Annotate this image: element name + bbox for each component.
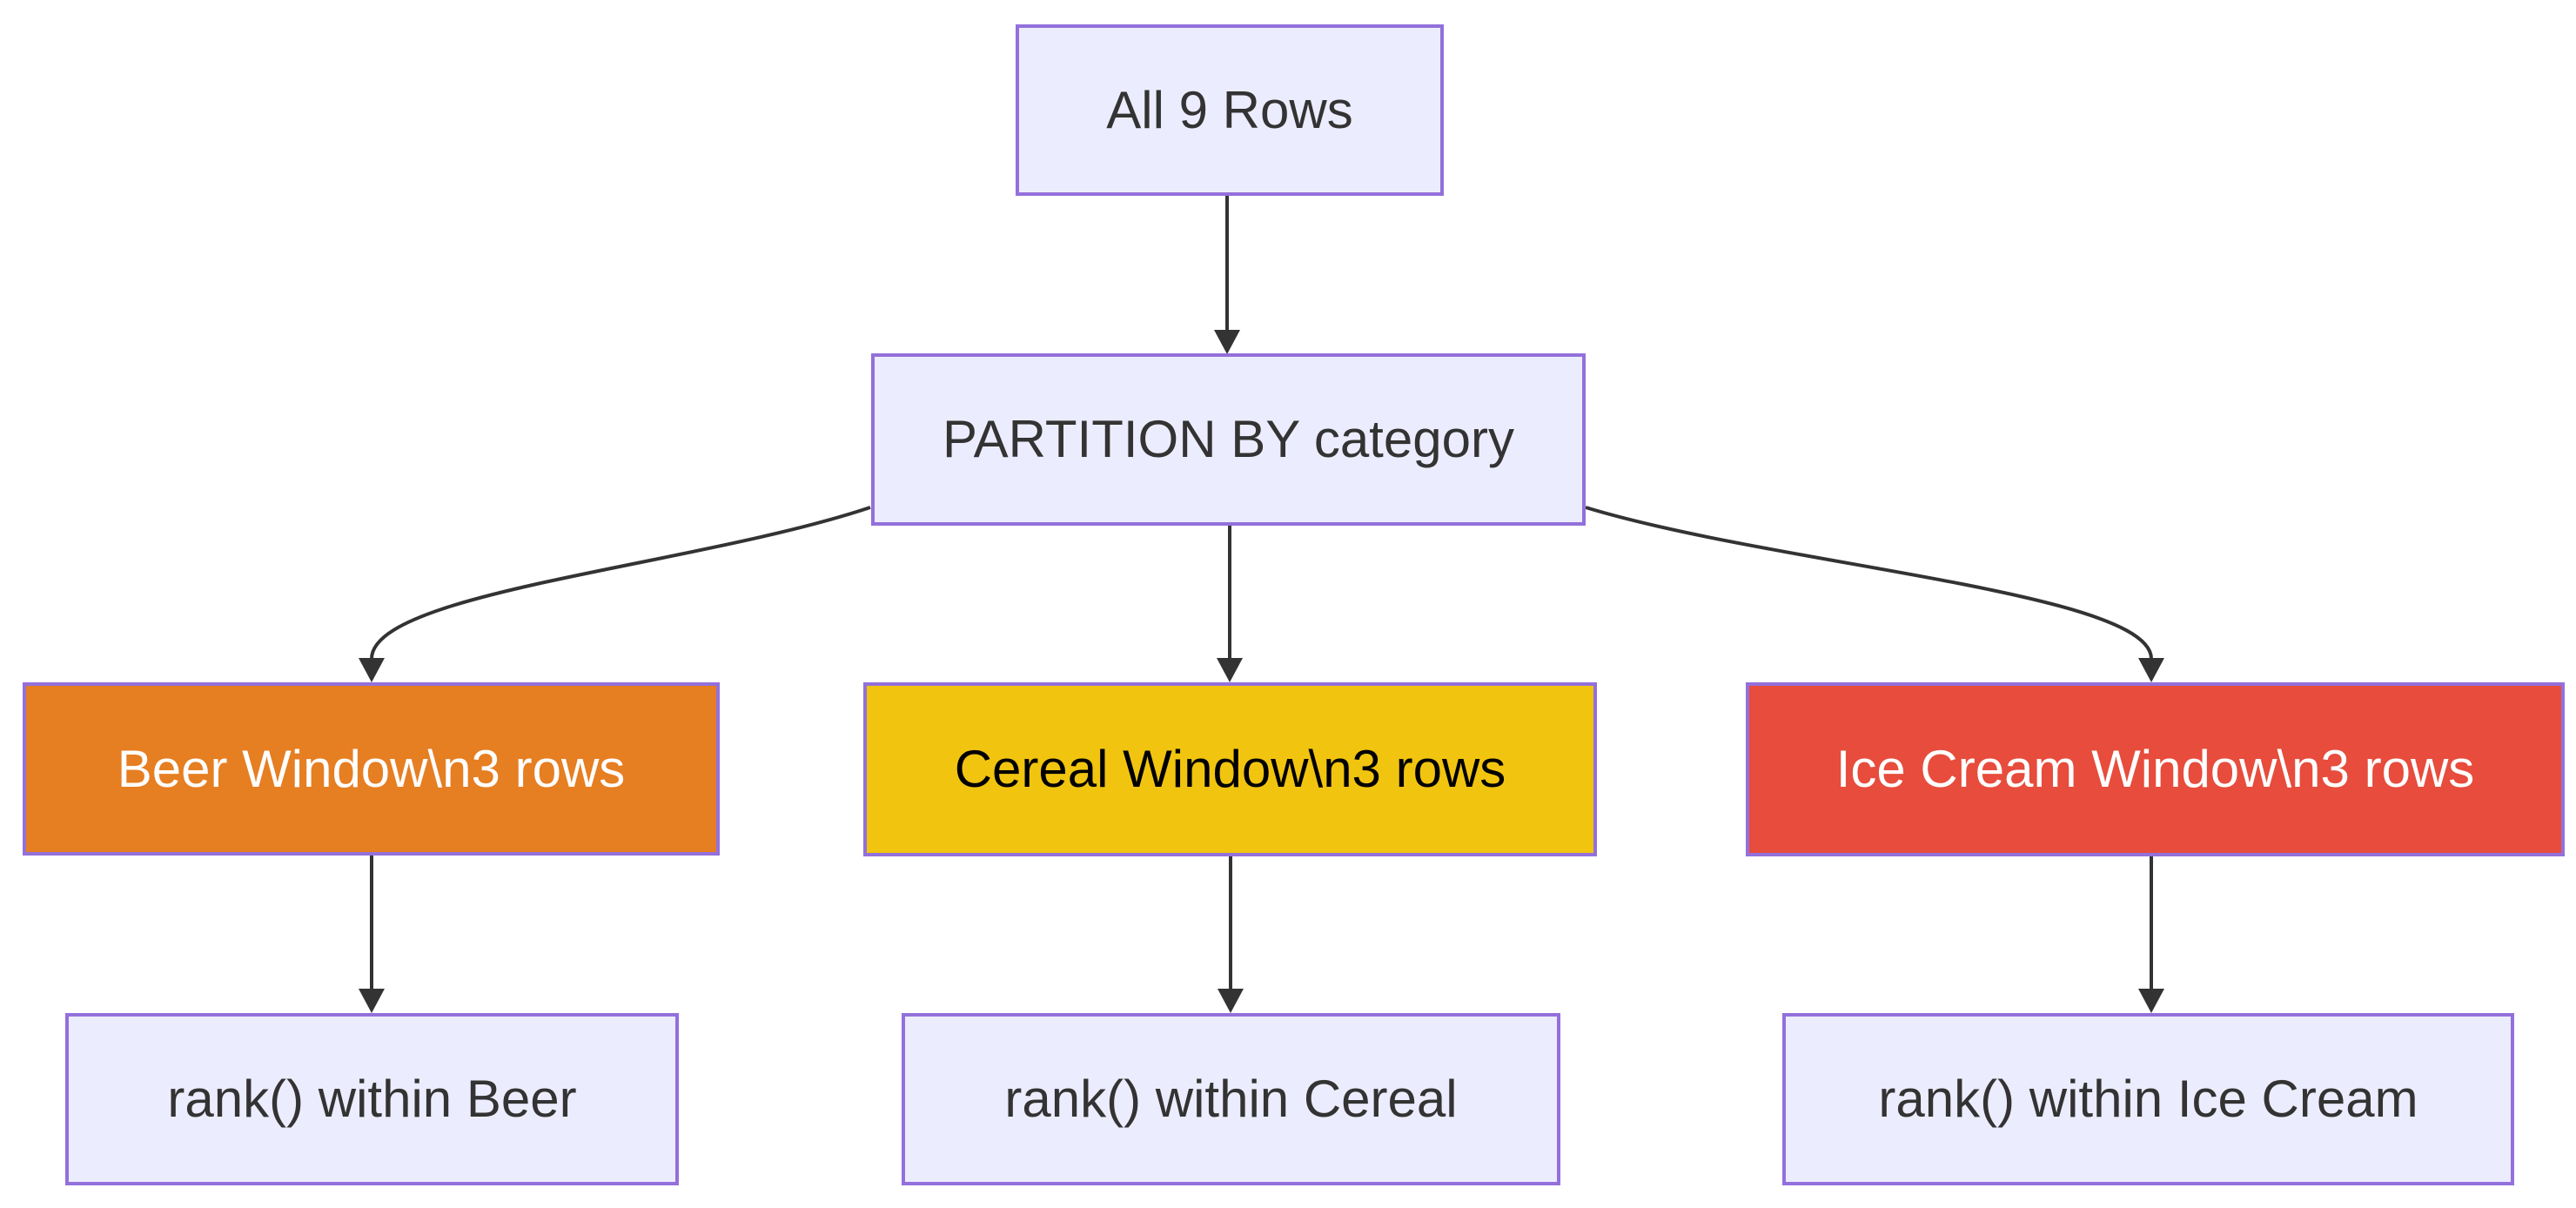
edge-partition-to-icecream — [1585, 506, 2153, 660]
node-partition-by-category: PARTITION BY category — [871, 353, 1586, 526]
node-rank-within-cereal: rank() within Cereal — [902, 1013, 1560, 1185]
arrowhead-icon — [359, 658, 385, 682]
node-ice-cream-window-label: Ice Cream Window\n3 rows — [1835, 740, 2475, 798]
node-cereal-window-label: Cereal Window\n3 rows — [954, 740, 1506, 798]
node-beer-window: Beer Window\n3 rows — [23, 682, 720, 856]
arrowhead-icon — [2138, 658, 2164, 682]
node-rank-within-cereal-label: rank() within Cereal — [1004, 1070, 1458, 1128]
node-rank-within-ice-cream-label: rank() within Ice Cream — [1878, 1070, 2418, 1128]
node-all-9-rows-label: All 9 Rows — [1106, 80, 1353, 139]
node-cereal-window: Cereal Window\n3 rows — [863, 682, 1597, 856]
arrowhead-icon — [2138, 989, 2164, 1013]
node-rank-within-beer-label: rank() within Beer — [167, 1070, 577, 1128]
arrowhead-icon — [1217, 658, 1243, 682]
node-all-9-rows: All 9 Rows — [1016, 24, 1444, 196]
node-partition-by-category-label: PARTITION BY category — [943, 410, 1514, 468]
arrowhead-icon — [359, 989, 385, 1013]
arrowhead-icon — [1214, 330, 1240, 354]
node-ice-cream-window: Ice Cream Window\n3 rows — [1746, 682, 2565, 856]
node-rank-within-beer: rank() within Beer — [65, 1013, 679, 1185]
arrowhead-icon — [1218, 989, 1244, 1013]
edge-partition-to-beer — [370, 506, 871, 660]
node-beer-window-label: Beer Window\n3 rows — [117, 739, 626, 798]
node-rank-within-ice-cream: rank() within Ice Cream — [1782, 1013, 2514, 1185]
